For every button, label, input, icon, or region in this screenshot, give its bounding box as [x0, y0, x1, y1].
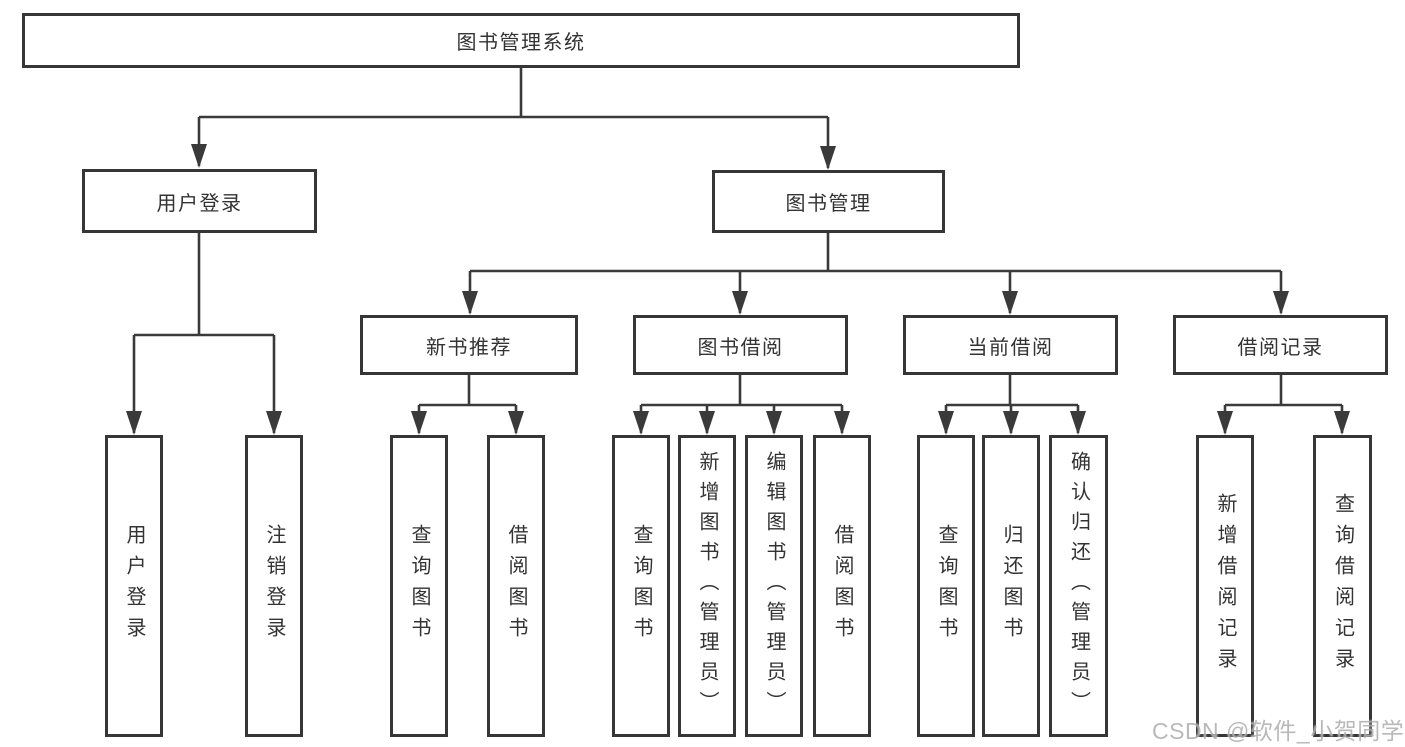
node-book-borrowing: 图书借阅 [633, 315, 848, 375]
leaf-current-return-books-label: 归还图书 [1000, 524, 1022, 648]
leaf-records-query-record-label: 查询借阅记录 [1331, 493, 1354, 679]
node-root-label: 图书管理系统 [456, 32, 586, 54]
leaf-borrowing-edit-books-admin: 编辑图书（管理员） [745, 435, 803, 737]
leaf-recommend-query-books-label: 查询图书 [408, 524, 430, 648]
leaf-borrowing-add-books-admin-label: 新增图书（管理员） [696, 451, 718, 721]
node-borrowing-records-label: 借阅记录 [1237, 336, 1324, 359]
leaf-borrowing-borrow-books: 借阅图书 [813, 435, 871, 737]
leaf-records-add-record: 新增借阅记录 [1196, 435, 1254, 737]
leaf-current-confirm-return-admin-label: 确认归还（管理员） [1067, 451, 1090, 721]
leaf-current-query-books: 查询图书 [917, 435, 975, 737]
node-new-book-recommend: 新书推荐 [360, 315, 578, 375]
leaf-current-return-books: 归还图书 [982, 435, 1040, 737]
node-book-management-label: 图书管理 [785, 193, 872, 215]
watermark: CSDN @软件_小贺同学 [1152, 718, 1405, 744]
leaf-records-query-record: 查询借阅记录 [1313, 435, 1372, 737]
leaf-logout: 注销登录 [245, 435, 303, 737]
leaf-recommend-borrow-books-label: 借阅图书 [505, 524, 527, 648]
leaf-recommend-query-books: 查询图书 [390, 435, 448, 737]
leaf-recommend-borrow-books: 借阅图书 [487, 435, 545, 737]
node-book-management: 图书管理 [712, 170, 945, 233]
leaf-current-query-books-label: 查询图书 [935, 524, 957, 648]
leaf-logout-label: 注销登录 [263, 524, 285, 648]
leaf-borrowing-edit-books-admin-label: 编辑图书（管理员） [763, 451, 785, 721]
leaf-borrowing-query-books-label: 查询图书 [630, 524, 652, 648]
node-borrowing-records: 借阅记录 [1173, 315, 1388, 375]
leaf-borrowing-query-books: 查询图书 [612, 435, 670, 737]
node-current-borrowing-label: 当前借阅 [967, 336, 1054, 359]
node-current-borrowing: 当前借阅 [903, 315, 1118, 375]
node-new-book-recommend-label: 新书推荐 [426, 336, 512, 359]
leaf-user-login: 用户登录 [105, 435, 163, 737]
node-book-borrowing-label: 图书借阅 [697, 336, 784, 359]
leaf-user-login-label: 用户登录 [123, 524, 145, 648]
node-user-login-label: 用户登录 [156, 192, 243, 215]
leaf-borrowing-add-books-admin: 新增图书（管理员） [678, 435, 736, 737]
leaf-records-add-record-label: 新增借阅记录 [1214, 493, 1236, 679]
node-root: 图书管理系统 [22, 13, 1020, 68]
node-user-login: 用户登录 [82, 169, 317, 233]
leaf-current-confirm-return-admin: 确认归还（管理员） [1049, 435, 1108, 737]
leaf-borrowing-borrow-books-label: 借阅图书 [831, 524, 853, 648]
